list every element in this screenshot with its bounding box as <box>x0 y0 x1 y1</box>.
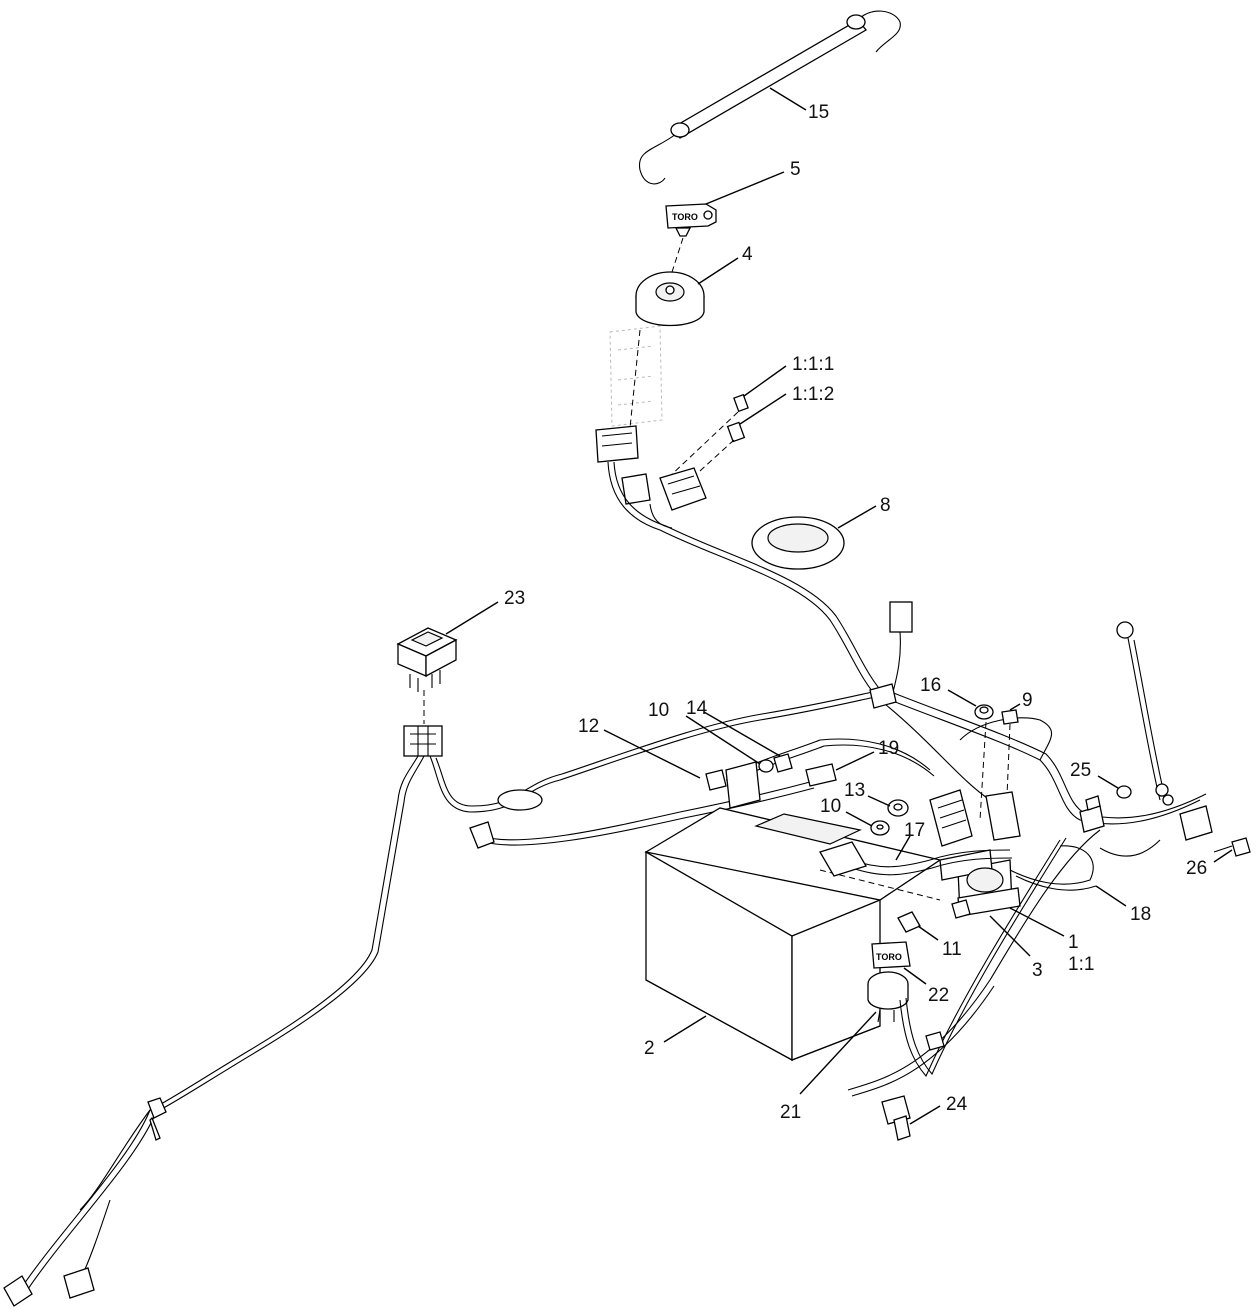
harness-lower-left <box>3 755 425 1307</box>
callout-24: 24 <box>946 1094 968 1115</box>
callout-1-1-1: 1:1:1 <box>792 354 834 375</box>
callout-18: 18 <box>1130 904 1151 925</box>
part-4-ignition-switch <box>635 271 705 327</box>
part-23-rocker-switch <box>396 627 458 692</box>
part-18-cable <box>1009 845 1097 891</box>
callout-9: 9 <box>1022 690 1033 711</box>
part-13-nut <box>887 799 909 817</box>
battery-clamp <box>725 761 761 809</box>
fuse-1-1-2 <box>726 421 746 443</box>
part-21-switch <box>867 971 909 1023</box>
callout-11: 11 <box>942 939 962 960</box>
part-22-key: TORO <box>871 941 911 969</box>
harness-main <box>869 683 1207 833</box>
fuse-block <box>621 467 707 511</box>
harness-upper <box>607 461 887 701</box>
part-5-key: TORO <box>665 203 717 237</box>
ring-terminal-wire <box>1116 621 1174 806</box>
callout-1-1: 1:1 <box>1068 954 1094 975</box>
bracket-bolt <box>951 899 971 919</box>
callout-16: 16 <box>920 675 941 696</box>
part-17-cable <box>819 841 1013 877</box>
callout-25: 25 <box>1070 760 1091 781</box>
part-10-washer-a <box>758 759 774 773</box>
switch-ghost-outline <box>609 325 663 427</box>
part-25-nut <box>1116 785 1132 799</box>
callout-1-1-2: 1:1:2 <box>792 384 834 405</box>
part-16-nut <box>974 704 994 720</box>
part-8-pad <box>751 516 845 570</box>
harness-rocker-branch <box>429 689 883 849</box>
callout-4: 4 <box>742 244 753 265</box>
right-connector <box>1099 805 1213 857</box>
callout-1: 1 <box>1068 932 1079 953</box>
fuse-1-1-1 <box>733 393 749 413</box>
callout-22: 22 <box>928 985 949 1006</box>
part-26-bolt <box>1213 837 1251 857</box>
rocker-connector <box>403 725 443 757</box>
callout-17: 17 <box>904 820 925 841</box>
key-logo-bottom: TORO <box>876 952 902 962</box>
callout-12: 12 <box>578 716 599 737</box>
callout-5: 5 <box>790 159 801 180</box>
key-logo-top: TORO <box>672 212 698 222</box>
callout-23: 23 <box>504 588 525 609</box>
callout-15: 15 <box>808 102 829 123</box>
callout-19: 19 <box>878 738 899 759</box>
callout-13: 13 <box>844 780 865 801</box>
top-connector <box>889 601 913 697</box>
harness-lower-right <box>847 829 1101 1141</box>
part-10-washer-b <box>870 820 890 836</box>
callout-8: 8 <box>880 495 891 516</box>
main-connector <box>929 789 1021 847</box>
callout-26: 26 <box>1186 858 1207 879</box>
callout-2: 2 <box>644 1038 655 1059</box>
callout-14: 14 <box>686 698 708 719</box>
part-9-bolt <box>1001 709 1019 725</box>
callout-10-top: 10 <box>648 700 669 721</box>
part-2-battery <box>644 807 942 1062</box>
callout-21: 21 <box>780 1102 801 1123</box>
leader-lines <box>445 87 1233 1125</box>
part-15-strap <box>638 10 901 185</box>
part-3-solenoid <box>939 849 1021 917</box>
part-11-bolt <box>897 911 921 933</box>
switch-connector <box>595 425 639 463</box>
callout-3: 3 <box>1032 960 1043 981</box>
callout-labels: 15 5 4 1:1:1 1:1:2 8 23 16 9 12 10 14 19… <box>504 102 1207 1123</box>
part-14-nut <box>773 753 793 773</box>
callout-10-bottom: 10 <box>820 796 841 817</box>
